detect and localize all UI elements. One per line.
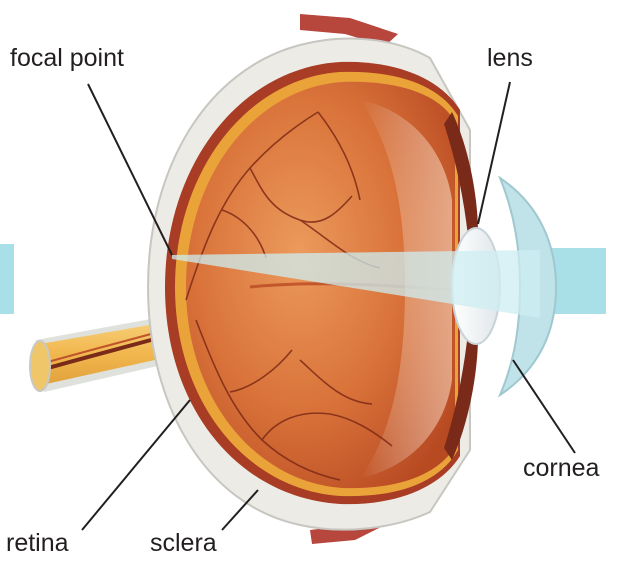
label-lens: lens [487,46,533,71]
label-focal-point: focal point [10,46,124,71]
light-beam-left [0,244,14,314]
leader-lens [478,82,510,224]
leader-retina [82,400,190,530]
leader-cornea [513,360,575,453]
label-retina: retina [6,531,69,556]
leader-focal-point [88,84,172,255]
label-cornea: cornea [523,456,599,481]
label-sclera: sclera [150,531,217,556]
